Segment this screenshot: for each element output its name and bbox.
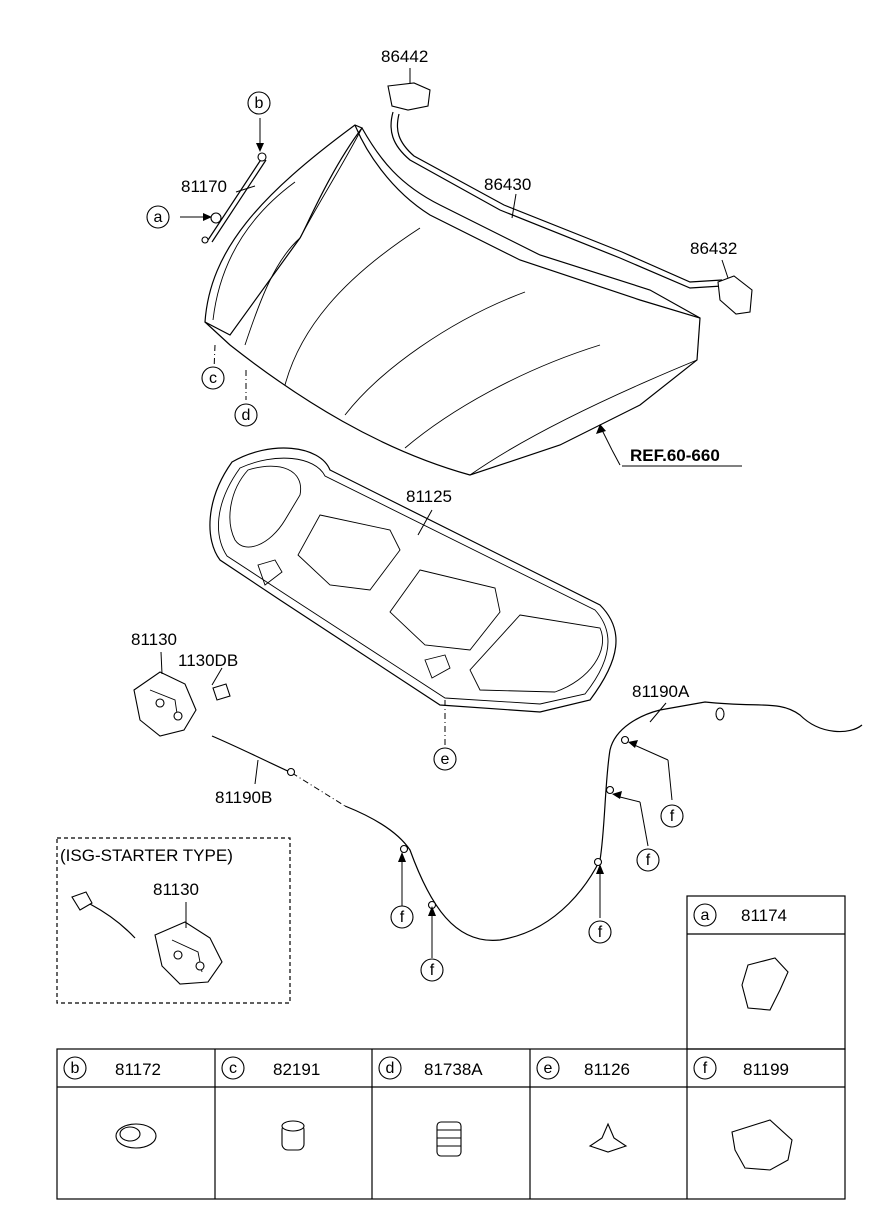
legend-table bbox=[56, 895, 846, 1200]
svg-text:a: a bbox=[701, 907, 710, 924]
svg-text:d: d bbox=[242, 407, 251, 424]
hood-stay bbox=[180, 118, 267, 400]
clip-86442-shape bbox=[387, 82, 431, 111]
pin-81126-shape bbox=[588, 1122, 628, 1153]
label-86442: 86442 bbox=[381, 47, 428, 66]
label-isg-81130: 81130 bbox=[153, 880, 199, 899]
label-81190b: 81190B bbox=[215, 788, 272, 807]
isg-starter-box bbox=[56, 837, 291, 1004]
release-cable bbox=[211, 701, 863, 958]
callout-f-3: f bbox=[588, 920, 612, 944]
svg-text:81738A: 81738A bbox=[424, 1060, 483, 1079]
legend-b: b 81172 bbox=[63, 1056, 161, 1080]
svg-text:f: f bbox=[400, 909, 405, 926]
weatherstrip bbox=[387, 68, 753, 315]
svg-text:f: f bbox=[646, 852, 651, 869]
callout-e: e bbox=[433, 747, 457, 771]
svg-text:c: c bbox=[229, 1060, 237, 1077]
label-81190a: 81190A bbox=[632, 682, 690, 701]
label-81170: 81170 bbox=[181, 177, 227, 196]
svg-text:82191: 82191 bbox=[273, 1060, 320, 1079]
callout-f-1: f bbox=[390, 905, 414, 929]
svg-text:b: b bbox=[71, 1060, 80, 1077]
svg-text:f: f bbox=[703, 1060, 708, 1077]
callout-d: d bbox=[234, 403, 258, 427]
callout-f-5: f bbox=[660, 804, 684, 828]
label-81130: 81130 bbox=[131, 630, 177, 649]
label-86430: 86430 bbox=[484, 175, 531, 194]
callout-f-4: f bbox=[636, 848, 660, 872]
svg-text:a: a bbox=[154, 209, 163, 226]
svg-text:f: f bbox=[670, 808, 675, 825]
svg-text:f: f bbox=[430, 962, 435, 979]
callout-c: c bbox=[201, 366, 225, 390]
svg-text:b: b bbox=[255, 95, 264, 112]
label-1130db: 1130DB bbox=[178, 651, 238, 670]
svg-text:81174: 81174 bbox=[741, 906, 787, 925]
legend-c: c 82191 bbox=[221, 1056, 320, 1080]
svg-text:f: f bbox=[598, 924, 603, 941]
svg-text:d: d bbox=[386, 1060, 395, 1077]
hood-latch bbox=[133, 651, 231, 737]
legend-d: d 81738A bbox=[378, 1056, 483, 1080]
svg-text:e: e bbox=[544, 1060, 553, 1077]
legend-e: e 81126 bbox=[536, 1056, 630, 1080]
svg-text:81199: 81199 bbox=[743, 1060, 789, 1079]
svg-text:e: e bbox=[441, 751, 450, 768]
label-86432: 86432 bbox=[690, 239, 737, 258]
callout-f-2: f bbox=[420, 958, 444, 982]
callout-a: a bbox=[146, 205, 170, 229]
svg-text:81126: 81126 bbox=[584, 1060, 630, 1079]
clip-86432-shape bbox=[717, 275, 753, 315]
svg-text:81172: 81172 bbox=[115, 1060, 161, 1079]
legend-a: a 81174 bbox=[693, 903, 787, 927]
legend-f: f 81199 bbox=[693, 1056, 789, 1080]
insulator-pad bbox=[209, 447, 617, 745]
clip-81199-shape bbox=[731, 1119, 793, 1171]
ref-label: REF.60-660 bbox=[630, 446, 720, 465]
svg-text:c: c bbox=[209, 370, 217, 387]
isg-title: (ISG-STARTER TYPE) bbox=[60, 846, 233, 865]
callout-b: b bbox=[247, 91, 271, 115]
label-81125: 81125 bbox=[406, 487, 452, 506]
isg-latch bbox=[71, 891, 223, 985]
stopper-81738a-shape bbox=[436, 1121, 462, 1157]
hood-panel bbox=[204, 124, 742, 476]
clip-81174-shape bbox=[741, 957, 789, 1011]
